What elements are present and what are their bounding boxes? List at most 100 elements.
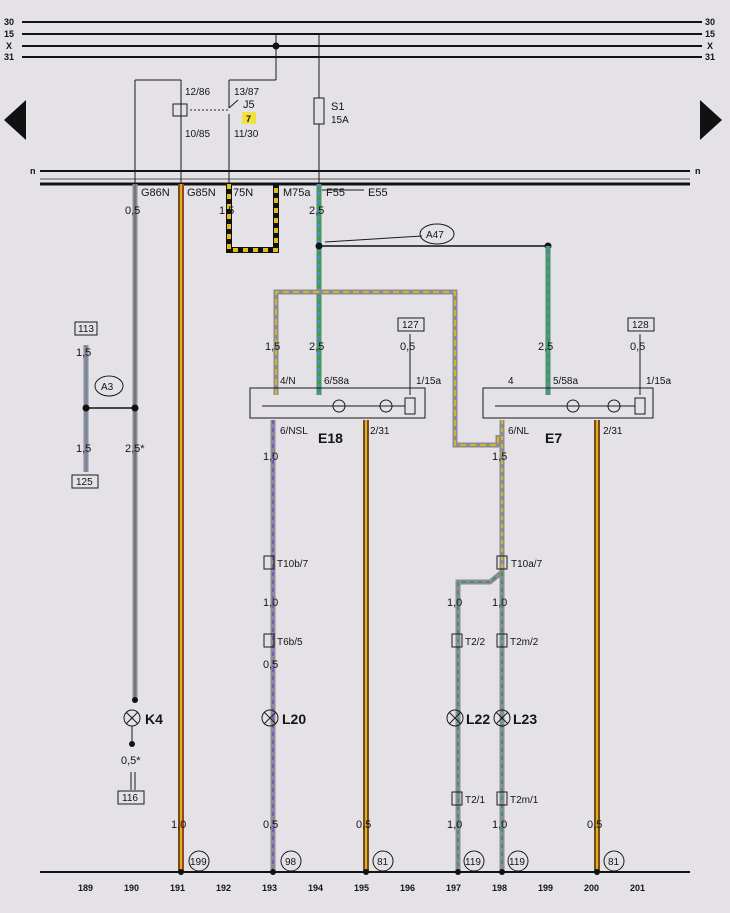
wire-size-l20-c: 0,5 — [263, 659, 278, 671]
track-198: 198 — [492, 883, 507, 893]
connector-m75a: M75a — [283, 187, 311, 199]
lamp-k4-label: K4 — [145, 711, 163, 727]
wire-track-190 — [132, 184, 138, 703]
wire-75n-loop — [226, 184, 279, 253]
track-197-198: 1,5 T10a/7 1,0 1,0 T2/2 T2m/2 L22 L23 T2… — [446, 420, 543, 875]
terminal-t22: T2/2 — [465, 637, 485, 648]
ref-125: 125 — [76, 477, 93, 488]
wire-size-l20-bottom: 0,5 — [263, 819, 278, 831]
next-page-arrow-icon[interactable] — [700, 100, 722, 140]
relay-pin-11-30: 11/30 — [234, 129, 259, 140]
e7-pin-6nl: 6/NL — [508, 426, 530, 437]
terminal-t10a7: T10a/7 — [511, 559, 543, 570]
ref-127: 127 — [402, 320, 419, 331]
track-194: 194 — [308, 883, 323, 893]
wire-size-l20-a: 1,0 — [263, 451, 278, 463]
ground-ref-199: 199 — [190, 857, 207, 868]
track-200: 200 — [584, 883, 599, 893]
wire-size-e18-out: 0,5 — [356, 819, 371, 831]
relay-coil-icon — [172, 103, 188, 117]
connector-f55: F55 — [326, 187, 345, 199]
track-196: 196 — [400, 883, 415, 893]
track-189: 189 — [78, 883, 93, 893]
wire-size-l20-b: 1,0 — [263, 597, 278, 609]
rail-label-x-left: X — [6, 41, 12, 51]
wire-size-l23-bottom: 1,0 — [492, 819, 507, 831]
wire-size-k4-below: 0,5* — [121, 755, 141, 767]
rail-label-30-right: 30 — [705, 17, 715, 27]
terminal-t2m2: T2m/2 — [510, 637, 539, 648]
track-numbers: 189 190 191 192 193 194 195 196 197 198 … — [78, 883, 645, 893]
ground-ref-119-b: 119 — [509, 857, 525, 868]
rail-label-31-left: 31 — [4, 52, 14, 62]
track-192: 192 — [216, 883, 231, 893]
relay-pin-10-85: 10/85 — [185, 129, 210, 140]
wire-size-e7-mid: 2,5 — [538, 341, 553, 353]
l23-lamp-icon — [493, 709, 511, 727]
l22-lamp-icon — [446, 709, 464, 727]
e7-pin-231: 2/31 — [603, 426, 623, 437]
l20-lamp-icon — [261, 709, 279, 727]
e7-pin-115a: 1/15a — [646, 376, 671, 387]
wire-size-e7-left: 1,5 — [492, 451, 507, 463]
wire-size-15a: 1,5 — [219, 205, 234, 217]
switch-e18-label: E18 — [318, 430, 343, 446]
track-197: 197 — [446, 883, 461, 893]
fuse-rating: 15A — [331, 115, 349, 126]
e18-pin-6nsl: 6/NSL — [280, 426, 308, 437]
terminal-t6b5: T6b/5 — [277, 637, 303, 648]
track-200: 0,5 — [587, 420, 602, 875]
ground-ref-81-a: 81 — [377, 857, 389, 868]
wire-size-l22-bottom: 1,0 — [447, 819, 462, 831]
prev-page-arrow-icon[interactable] — [4, 100, 26, 140]
track-201: 201 — [630, 883, 645, 893]
ground-refs: 199 98 81 119 119 81 — [188, 850, 625, 872]
wire-size-e7-out: 0,5 — [587, 819, 602, 831]
switch-e18-body — [249, 387, 426, 419]
lamp-l23-label: L23 — [513, 711, 537, 727]
switch-e7: 2,5 0,5 128 4 5/58a 1/15a 6/NL E7 2/31 — [482, 317, 671, 446]
e18-pin-115a: 1/15a — [416, 376, 441, 387]
connector-labels: G86N G85N 75N M75a F55 E55 — [141, 187, 388, 199]
e7-bulb-icon — [566, 399, 580, 413]
relay-pin-13-87: 13/87 — [234, 87, 259, 98]
wire-size-25star: 2,5* — [125, 443, 145, 455]
track-195: 195 — [354, 883, 369, 893]
lamp-l22-label: L22 — [466, 711, 490, 727]
terminal-t2m1: T2m/1 — [510, 795, 539, 806]
switch-e7-label: E7 — [545, 430, 562, 446]
track-189: 113 125 1,5 1,5 A3 — [71, 321, 139, 489]
ground-ref-119-a: 119 — [465, 857, 481, 868]
lamp-l20-label: L20 — [282, 711, 306, 727]
e7-pin-558a: 5/58a — [553, 376, 578, 387]
terminal-t10b7: T10b/7 — [277, 559, 309, 570]
ground-ref-81-b: 81 — [608, 857, 620, 868]
junction-a47-label: A47 — [426, 230, 444, 241]
junction-a47: A47 — [324, 223, 455, 245]
wire-track-191 — [178, 184, 184, 875]
e18-pin-4n: 4/N — [280, 376, 296, 387]
e18-bulb-icon — [332, 399, 346, 413]
switch-e18: 1,5 2,5 0,5 127 4/N 6/58a 1/15a 6/NSL E1… — [249, 317, 441, 446]
fuse-icon — [313, 97, 325, 125]
relay-name: J5 — [243, 99, 255, 111]
connector-e55: E55 — [368, 187, 388, 199]
relay-pin-12-86: 12/86 — [185, 87, 210, 98]
connector-g86n: G86N — [141, 187, 170, 199]
track-190: 190 — [124, 883, 139, 893]
wire-size-113a: 1,5 — [76, 347, 91, 359]
connector-g85n: G85N — [187, 187, 216, 199]
wire-size-e18-mid: 2,5 — [309, 341, 324, 353]
wire-size-25a: 2,5 — [309, 205, 324, 217]
terminal-t21: T2/1 — [465, 795, 485, 806]
ground-ref-98: 98 — [285, 857, 297, 868]
wire-size-05a: 0,5 — [125, 205, 140, 217]
wire-4n-loop — [273, 289, 501, 448]
rail-label-x-right: X — [707, 41, 713, 51]
lamp-k4: K4 0,5* 116 — [117, 709, 163, 805]
ref-113: 113 — [78, 324, 94, 335]
connector-75n: 75N — [233, 187, 253, 199]
ref-116: 116 — [122, 793, 138, 804]
relay-badge: 7 — [246, 114, 251, 124]
rail-n-label-right: n — [695, 166, 701, 176]
